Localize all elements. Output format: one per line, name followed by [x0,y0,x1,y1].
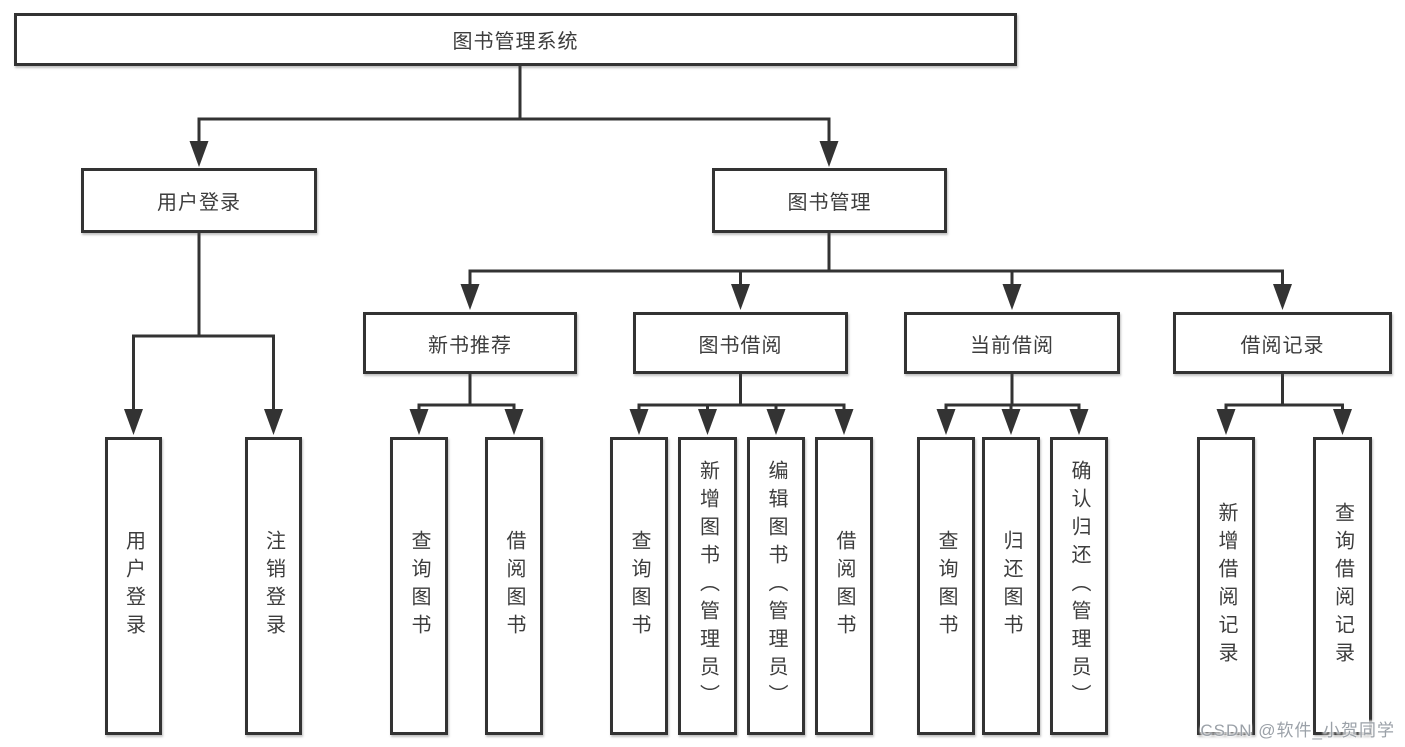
arrow-leaf-current-query [936,409,956,435]
arrow-leaf-borrow-borrow [834,409,854,435]
node-user-login: 用户登录 [81,168,317,233]
arrow-book-borrowing [731,284,750,310]
node-borrowing-records: 借阅记录 [1173,312,1392,374]
leaf-current-query-books: 查询图书 [917,437,975,735]
node-current-borrowing: 当前借阅 [904,312,1120,374]
node-book-management: 图书管理 [712,168,947,233]
leaf-current-confirm-return-admin: 确认归还（管理员） [1050,437,1108,735]
arrow-borrowing-records [1273,284,1292,310]
arrow-leaf-records-query [1333,409,1352,435]
arrow-leaf-borrow-edit [766,409,786,435]
connector-newbooks-span [417,403,516,415]
connector-level3-span [468,269,1284,291]
watermark-csdn: CSDN @软件_小贺同学 [1200,721,1395,740]
leaf-records-add-record: 新增借阅记录 [1197,437,1255,735]
arrow-leaf-current-return [1001,409,1021,435]
arrow-leaf-user-login [124,409,143,435]
leaf-user-login: 用户登录 [105,437,162,735]
leaf-borrow-query-books: 查询图书 [610,437,668,735]
arrow-leaf-newbooks-borrow [504,409,524,435]
leaf-logout-login: 注销登录 [245,437,302,735]
node-root-system: 图书管理系统 [14,13,1017,66]
leaf-borrow-borrow-books: 借阅图书 [815,437,873,735]
arrow-leaf-logout [264,409,283,435]
connector-borrow-span [637,403,846,415]
arrow-leaf-records-add [1216,409,1236,435]
arrow-current-borrowing [1002,284,1022,310]
connector-current-span [944,403,1081,415]
arrow-book-management [819,141,839,167]
leaf-newbooks-borrow-books: 借阅图书 [485,437,543,735]
leaf-borrow-edit-books-admin: 编辑图书（管理员） [747,437,805,735]
connector-login-span [132,334,275,415]
arrow-user-login [189,141,209,167]
arrow-leaf-borrow-add [698,409,717,435]
arrow-leaf-current-confirm [1069,409,1089,435]
connector-level2-span [197,117,831,147]
leaf-current-return-books: 归还图书 [982,437,1040,735]
arrow-leaf-borrow-query [629,409,649,435]
leaf-newbooks-query-books: 查询图书 [390,437,448,735]
leaf-borrow-add-books-admin: 新增图书（管理员） [678,437,737,735]
node-new-book-recommend: 新书推荐 [363,312,577,374]
leaf-records-query-record: 查询借阅记录 [1313,437,1372,735]
connector-records-span [1224,403,1344,415]
arrow-leaf-newbooks-query [409,409,429,435]
arrow-new-books [460,284,480,310]
node-book-borrowing: 图书借阅 [633,312,848,374]
